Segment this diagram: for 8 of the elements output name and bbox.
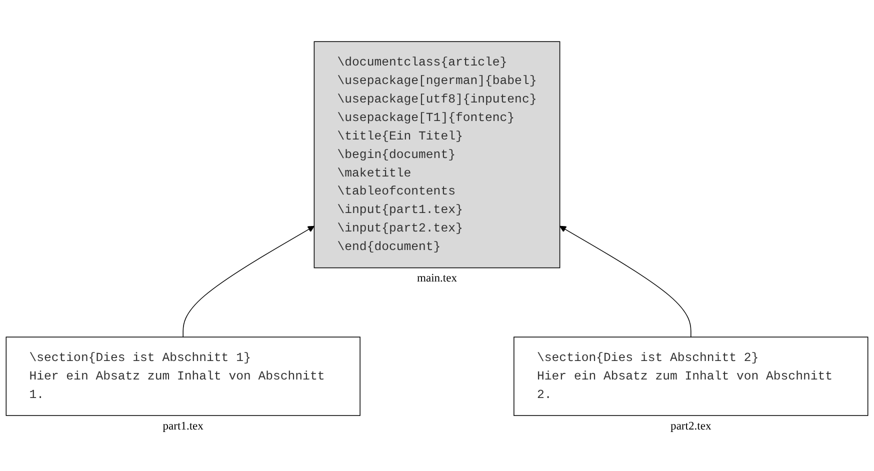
arrow [182,226,314,338]
node-box: \section{Dies ist Abschnitt 1} Hier ein Absatz zum Inhalt von Abschnitt 1. [6,336,360,416]
file-name-caption: part2.tex [670,420,712,432]
node-box: \section{Dies ist Abschnitt 2} Hier ein Absatz zum Inhalt von Abschnitt 2. [514,336,868,416]
file-name-caption: main.tex [416,272,458,285]
file-name-caption: part1.tex [162,420,204,432]
arrow [560,226,692,338]
node-box: \documentclass{article} \usepackage[ngerman]{babel} \usepackage[utf8]{inputenc} \usepackage[T1]{fontenc} \title{Ein Titel} \begin{document} \maketitle \tableofcontents \input{part1.tex} \input{part2.tex} \end{document} [314,41,560,268]
